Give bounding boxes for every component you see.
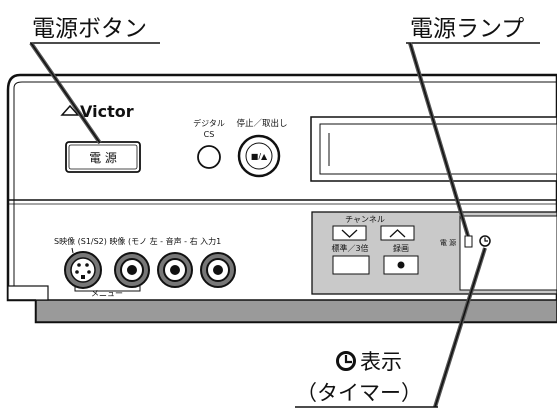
power-button-callout: 電源ボタン: [32, 16, 147, 42]
jacks-label: S映像 (S1/S2) 映像 (モノ 左 - 音声 - 右 入力1: [54, 236, 221, 246]
callout-power-button: 電源ボタン: [29, 16, 160, 145]
audio-right-jack[interactable]: [200, 252, 236, 288]
record-button[interactable]: [383, 255, 419, 275]
timer-indicator-icon: [479, 235, 491, 247]
timer-icon: [336, 351, 356, 371]
record-label: 録画: [393, 243, 409, 253]
menu-label: メニュー: [91, 289, 123, 298]
callout-timer-display: 表示 （タイマー）: [295, 247, 487, 408]
stop-eject-label: 停止／取出し: [236, 118, 287, 129]
power-button[interactable]: 電 源: [65, 141, 141, 173]
timer-callout-line2: （タイマー）: [296, 381, 422, 405]
video-jack[interactable]: [114, 252, 150, 288]
digital-label: デジタル: [193, 118, 225, 128]
chevron-up-icon: [389, 229, 406, 238]
power-lamp-callout: 電源ランプ: [410, 16, 524, 42]
brand-name: Victor: [80, 102, 134, 121]
channel-up-button[interactable]: [380, 225, 415, 241]
digital-cs-button[interactable]: [197, 145, 221, 169]
indicator-area: 電 源: [440, 235, 491, 248]
stop-eject-button[interactable]: ■/▲: [237, 134, 281, 178]
timer-callout-line1: 表示: [360, 350, 402, 374]
input-jacks: S映像 (S1/S2) 映像 (モノ 左 - 音声 - 右 入力1: [54, 236, 236, 298]
standard-triple-button[interactable]: [332, 255, 370, 275]
standard-triple-label: 標準／3倍: [331, 243, 368, 253]
brand-logo: Victor: [60, 102, 134, 121]
record-icon: [397, 261, 405, 269]
channel-label: チャンネル: [345, 215, 385, 224]
channel-down-button[interactable]: [332, 225, 367, 241]
digital-cs-button-group: デジタル CS: [193, 118, 225, 169]
audio-left-jack[interactable]: [157, 252, 193, 288]
lamp-label: 電 源: [440, 238, 456, 247]
power-lamp: [464, 235, 473, 248]
control-panel: チャンネル 標準／3倍 録画: [311, 211, 557, 295]
stop-eject-symbol: ■/▲: [251, 152, 268, 161]
s-video-jack[interactable]: [64, 251, 102, 289]
cassette-slot: [310, 116, 557, 182]
cs-label: CS: [204, 130, 215, 139]
chevron-down-icon: [341, 229, 358, 238]
stop-eject-button-group: 停止／取出し ■/▲: [236, 118, 288, 178]
power-button-label: 電 源: [89, 151, 117, 165]
callout-power-lamp: 電源ランプ: [406, 16, 540, 237]
